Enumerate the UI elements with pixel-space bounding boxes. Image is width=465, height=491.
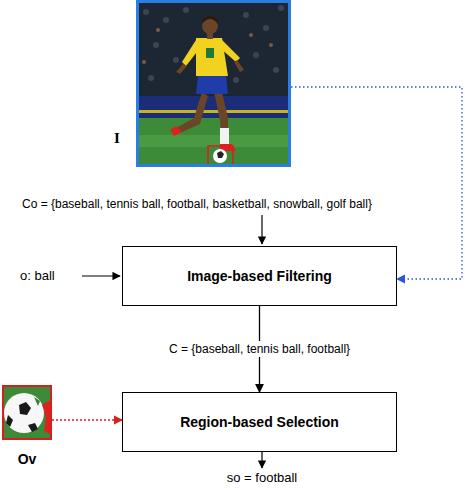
process-box: Region-based Selection xyxy=(122,392,397,452)
soccer-photo xyxy=(136,0,291,167)
ball-crop xyxy=(2,385,52,440)
node-text: Ov xyxy=(4,451,50,467)
region-feed-arrow xyxy=(52,419,122,420)
input-arrow xyxy=(261,215,262,244)
candidate-set: Co = {baseball, tennis ball, football, b… xyxy=(22,197,372,211)
selected-label: so = football xyxy=(227,470,297,485)
node-text: Image-based Filtering xyxy=(187,268,332,284)
region-crop: Ov xyxy=(2,385,52,440)
edge-label: C = {baseball, tennis ball, football} xyxy=(166,341,353,357)
node-text: Region-based Selection xyxy=(180,414,339,430)
object-label: o: ball xyxy=(20,268,55,283)
input-arrow xyxy=(82,275,120,276)
node-text: I xyxy=(114,130,120,147)
input-image: I xyxy=(136,0,291,167)
output-arrow xyxy=(261,452,262,468)
process-box: Image-based Filtering xyxy=(122,246,397,306)
